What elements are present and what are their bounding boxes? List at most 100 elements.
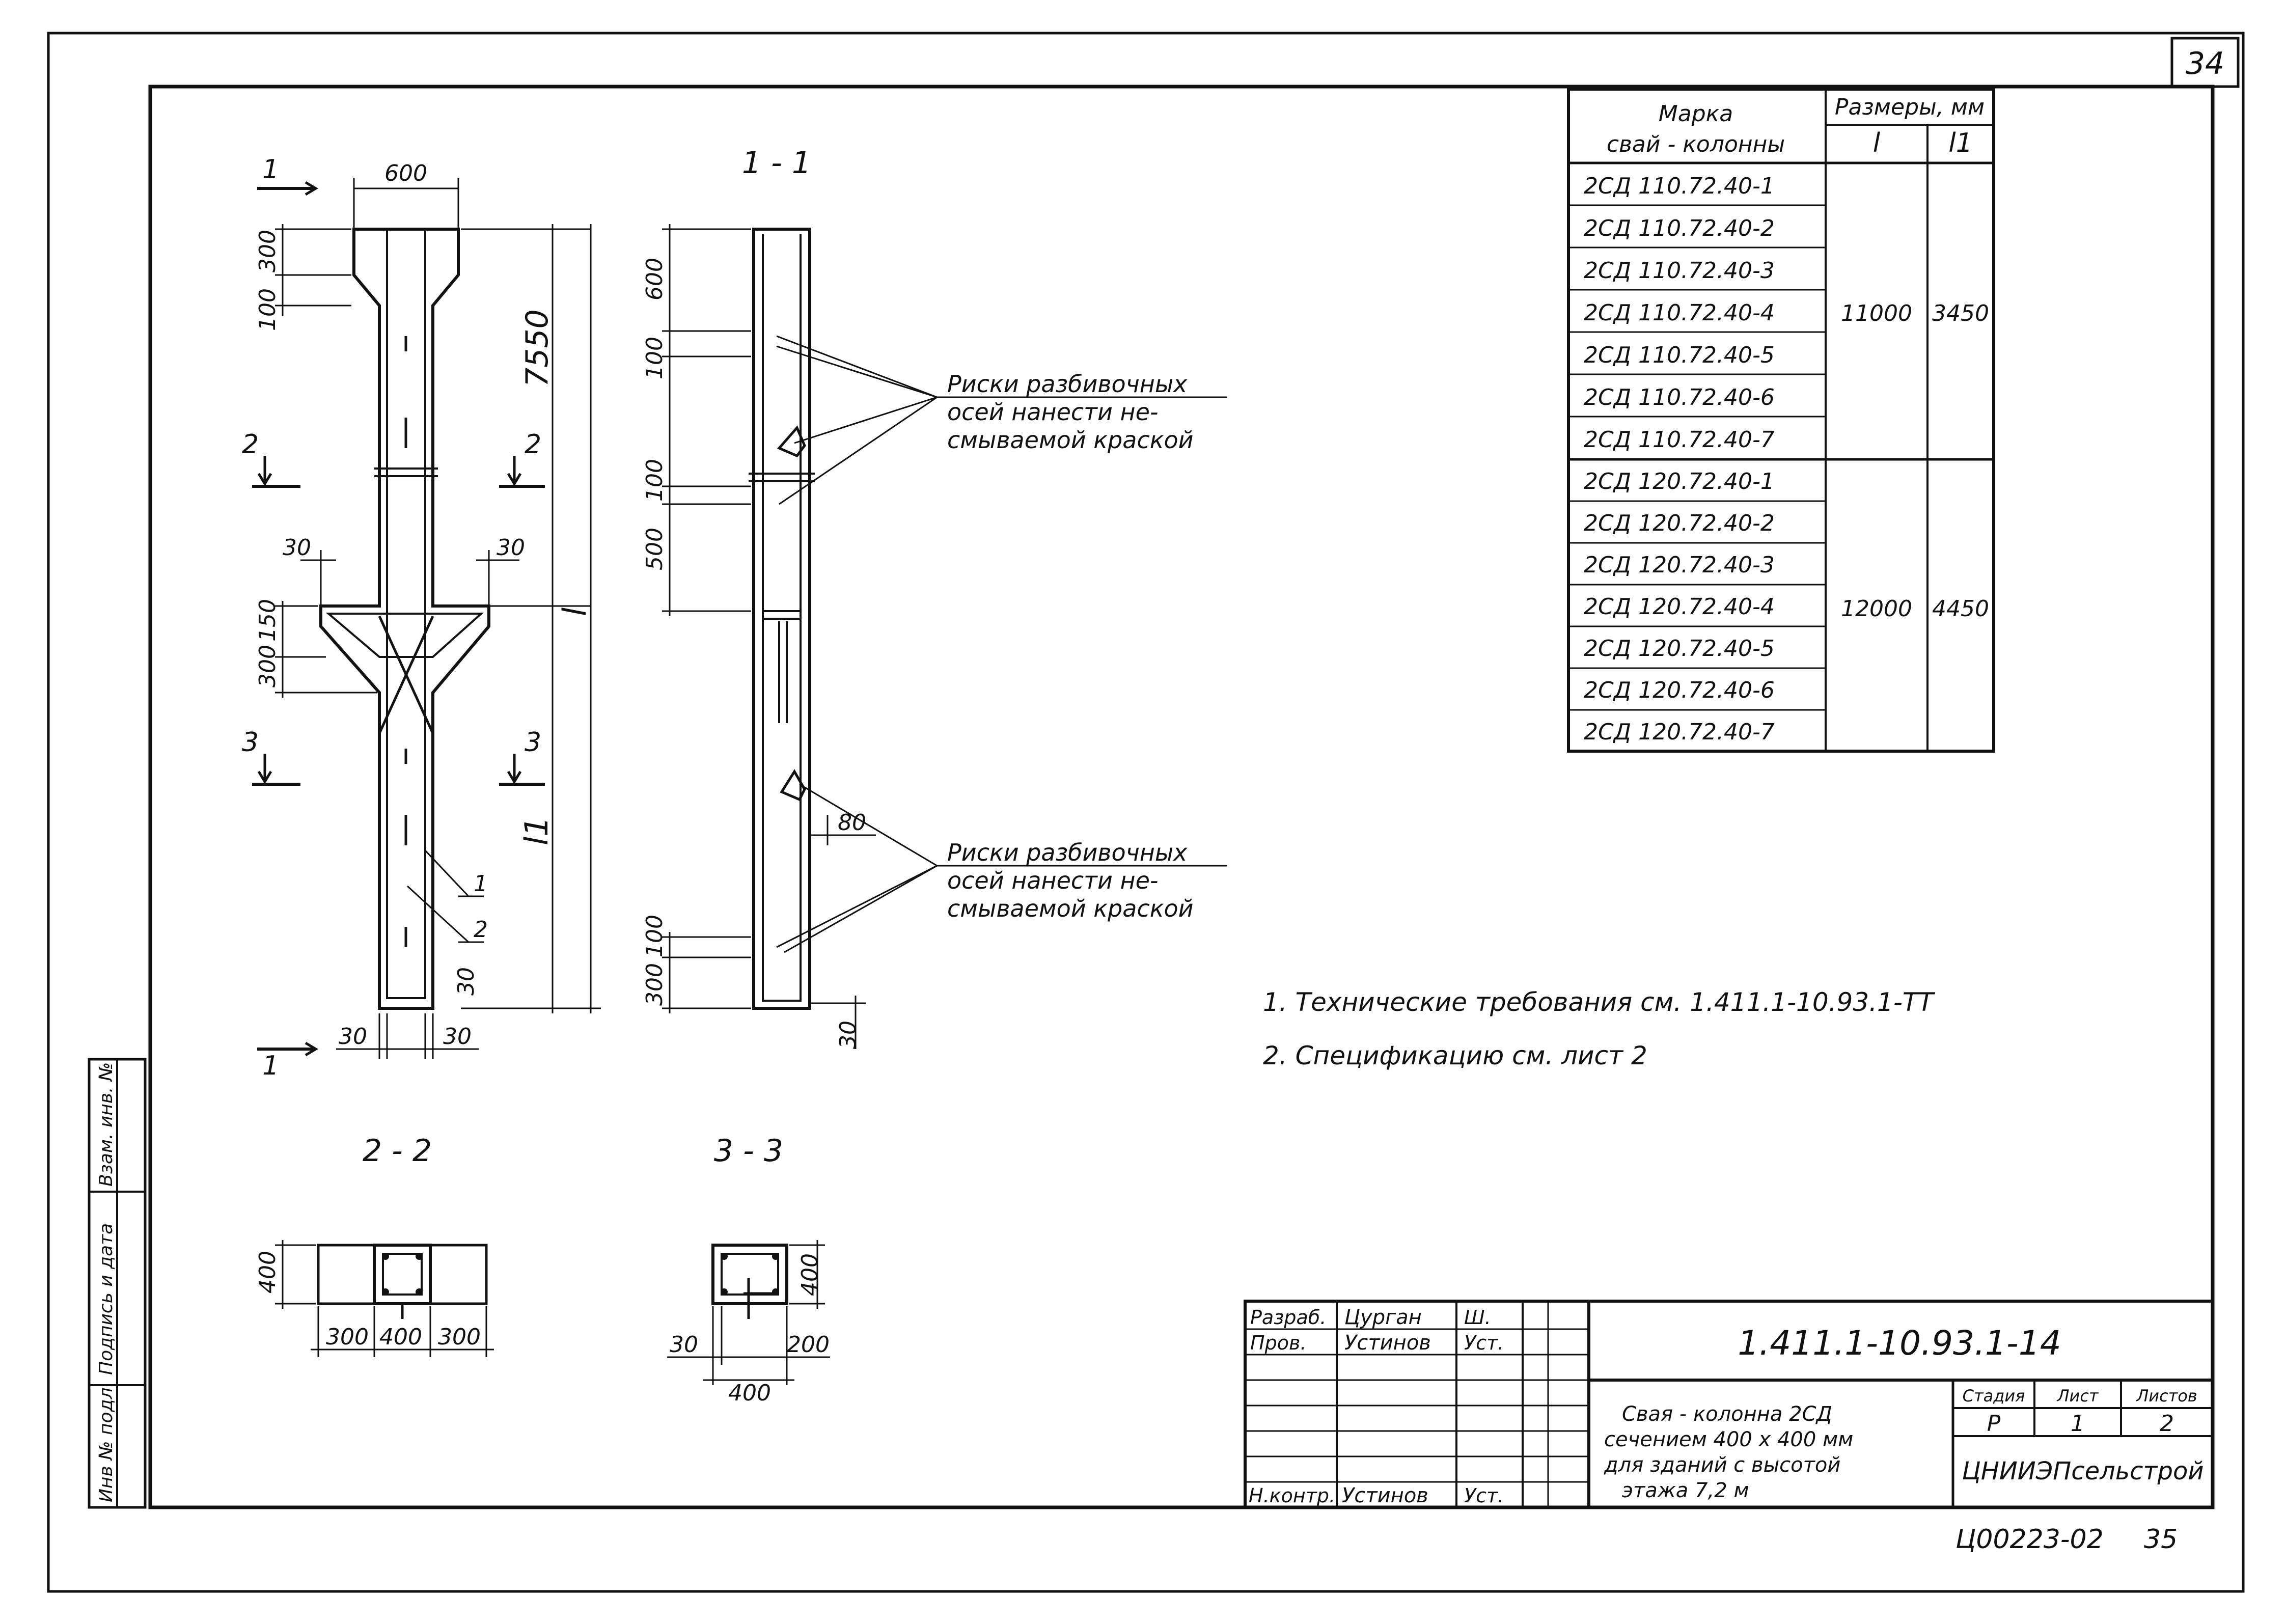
dim-bottom-30c: 30 bbox=[453, 967, 479, 996]
dim-bottom-30b: 30 bbox=[443, 1024, 472, 1050]
tb-sheet-label: Лист bbox=[2056, 1386, 2099, 1406]
dim-30-right: 30 bbox=[497, 535, 525, 561]
drawing-frame bbox=[148, 85, 2215, 1509]
table-group1-l1: 3450 bbox=[1932, 300, 1989, 326]
s22-dim-300b: 300 bbox=[438, 1324, 481, 1350]
tb-sheet: 1 bbox=[2071, 1411, 2085, 1437]
svg-text:смываемой краской: смываемой краской bbox=[947, 426, 1194, 454]
title-block: Разраб. Цурган Ш. Пров. Устинов Уст. Н.к… bbox=[1244, 1300, 2214, 1509]
svg-text:осей нанести не-: осей нанести не- bbox=[947, 398, 1158, 426]
s11-dim-100c: 100 bbox=[642, 915, 668, 957]
tb-stage-label: Стадия bbox=[1963, 1386, 2025, 1406]
table-group1-l: 11000 bbox=[1841, 300, 1912, 326]
cut-1-bottom: 1 bbox=[257, 1041, 318, 1081]
svg-text:осей нанести не-: осей нанести не- bbox=[947, 867, 1158, 894]
marks-table: Марка свай - колонны Размеры, мм l l1 2С… bbox=[1567, 88, 1995, 753]
table-group2-l: 12000 bbox=[1841, 596, 1912, 622]
svg-text:1: 1 bbox=[262, 154, 279, 185]
svg-text:2: 2 bbox=[242, 429, 259, 460]
cut-2-right: 2 bbox=[499, 429, 545, 488]
table-mark-row: 2СД 120.72.40-1 bbox=[1584, 469, 1775, 494]
tb-role-razrab: Разраб. bbox=[1250, 1306, 1326, 1329]
svg-text:Риски разбивочных: Риски разбивочных bbox=[947, 839, 1188, 866]
section-3-3: 3 - 3 400 30 200 400 bbox=[667, 1133, 830, 1406]
sheet-outer-border bbox=[47, 32, 2245, 1593]
cut-2-left: 2 bbox=[242, 429, 300, 488]
dim-l1: l1 bbox=[518, 816, 555, 845]
callout-1: 1 bbox=[474, 871, 488, 897]
s33-dim-30: 30 bbox=[670, 1332, 698, 1358]
dim-7550: 7550 bbox=[519, 309, 555, 387]
tb-sign-prov: Уст. bbox=[1464, 1332, 1504, 1354]
table-mark-row: 2СД 120.72.40-4 bbox=[1584, 594, 1775, 620]
svg-text:3: 3 bbox=[242, 727, 259, 758]
tb-name-nkontr: Устинов bbox=[1342, 1484, 1428, 1507]
tb-doc-code: 1.411.1-10.93.1-14 bbox=[1738, 1324, 2061, 1363]
tb-stage: Р bbox=[1987, 1411, 2001, 1437]
dim-top-100: 100 bbox=[255, 288, 281, 331]
stamp-vzam-inv: Взам. инв. № bbox=[96, 1062, 117, 1187]
tb-title-line: Свая - колонна 2СД bbox=[1622, 1402, 1832, 1426]
tb-title-line: сечением 400 х 400 мм bbox=[1604, 1428, 1853, 1451]
table-mark-row: 2СД 120.72.40-2 bbox=[1584, 510, 1775, 536]
table-mark-row: 2СД 110.72.40-2 bbox=[1584, 215, 1775, 241]
note-2: 2. Спецификацию см. лист 2 bbox=[1263, 1041, 1647, 1070]
svg-text:3: 3 bbox=[525, 727, 541, 758]
table-header-mark-2: свай - колонны bbox=[1607, 131, 1785, 157]
s11-dim-300: 300 bbox=[642, 963, 668, 1006]
table-mark-row: 2СД 120.72.40-6 bbox=[1584, 677, 1775, 703]
svg-text:смываемой краской: смываемой краской bbox=[947, 895, 1194, 922]
tb-sheets-label: Листов bbox=[2136, 1386, 2197, 1406]
dim-600: 600 bbox=[384, 160, 427, 186]
tb-organization: ЦНИИЭПсельстрой bbox=[1962, 1457, 2204, 1485]
tb-name-prov: Устинов bbox=[1344, 1331, 1431, 1355]
dim-bottom-30: 30 bbox=[339, 1024, 367, 1050]
cut-1-top: 1 bbox=[257, 154, 318, 196]
tb-sheets: 2 bbox=[2160, 1411, 2174, 1437]
table-header-l1: l1 bbox=[1948, 128, 1973, 158]
stamp-sign-date: Подпись и дата bbox=[96, 1223, 117, 1375]
table-mark-row: 2СД 110.72.40-5 bbox=[1584, 342, 1775, 368]
tb-role-prov: Пров. bbox=[1250, 1332, 1306, 1354]
s33-dim-400h: 400 bbox=[728, 1380, 771, 1406]
s22-dim-400: 400 bbox=[379, 1324, 422, 1350]
s11-dim-600: 600 bbox=[642, 258, 668, 300]
table-mark-row: 2СД 110.72.40-7 bbox=[1584, 427, 1775, 453]
table-header-dims: Размеры, мм bbox=[1835, 94, 1985, 120]
section-1-1-label: 1 - 1 bbox=[742, 145, 811, 181]
section-1-1: 1 - 1 600 100 100 500 100 300 30 bbox=[642, 145, 1227, 1049]
s22-dim-300a: 300 bbox=[326, 1324, 369, 1350]
tb-title-line: для зданий с высотой bbox=[1604, 1453, 1840, 1477]
dim-150: 150 bbox=[255, 599, 281, 642]
sheet-number-box bbox=[2170, 37, 2240, 88]
table-mark-row: 2СД 110.72.40-3 bbox=[1584, 258, 1775, 284]
marks-annotation-1: Риски разбивочных осей нанести не- смыва… bbox=[947, 370, 1194, 454]
archive-code: Ц00223-02 bbox=[1956, 1524, 2104, 1555]
tb-sign-nkontr: Уст. bbox=[1464, 1484, 1504, 1507]
dim-top-300: 300 bbox=[255, 230, 281, 272]
s33-dim-200: 200 bbox=[787, 1332, 830, 1358]
tb-role-nkontr: Н.контр. bbox=[1249, 1484, 1335, 1507]
tb-name-razrab: Цурган bbox=[1344, 1306, 1422, 1329]
column-elevation: 1 2 600 300 100 7550 l l1 30 30 bbox=[242, 154, 601, 1081]
dim-300: 300 bbox=[255, 645, 281, 687]
s11-dim-100b: 100 bbox=[642, 459, 668, 502]
table-header-mark: Марка bbox=[1659, 101, 1733, 127]
sheet-number-top: 34 bbox=[2186, 46, 2224, 81]
dim-l: l bbox=[556, 608, 593, 616]
svg-text:2: 2 bbox=[525, 429, 541, 460]
note-1: 1. Технические требования см. 1.411.1-10… bbox=[1263, 987, 1935, 1017]
left-margin-stamps: Инв № подл. Подпись и дата Взам. инв. № bbox=[88, 1058, 147, 1509]
stamp-inv-podl: Инв № подл. bbox=[96, 1382, 117, 1502]
tb-title-line: этажа 7,2 м bbox=[1622, 1479, 1749, 1502]
svg-text:Риски разбивочных: Риски разбивочных bbox=[947, 370, 1188, 398]
marks-annotation-2: Риски разбивочных осей нанести не- смыва… bbox=[947, 839, 1194, 922]
s11-dim-500: 500 bbox=[642, 528, 668, 570]
table-mark-row: 2СД 120.72.40-3 bbox=[1584, 552, 1775, 578]
s33-dim-400v: 400 bbox=[797, 1253, 823, 1296]
svg-text:1: 1 bbox=[262, 1051, 279, 1081]
table-header-l: l bbox=[1873, 128, 1881, 158]
callout-2: 2 bbox=[474, 917, 488, 943]
table-mark-row: 2СД 110.72.40-4 bbox=[1584, 300, 1775, 326]
table-mark-row: 2СД 110.72.40-6 bbox=[1584, 384, 1775, 410]
